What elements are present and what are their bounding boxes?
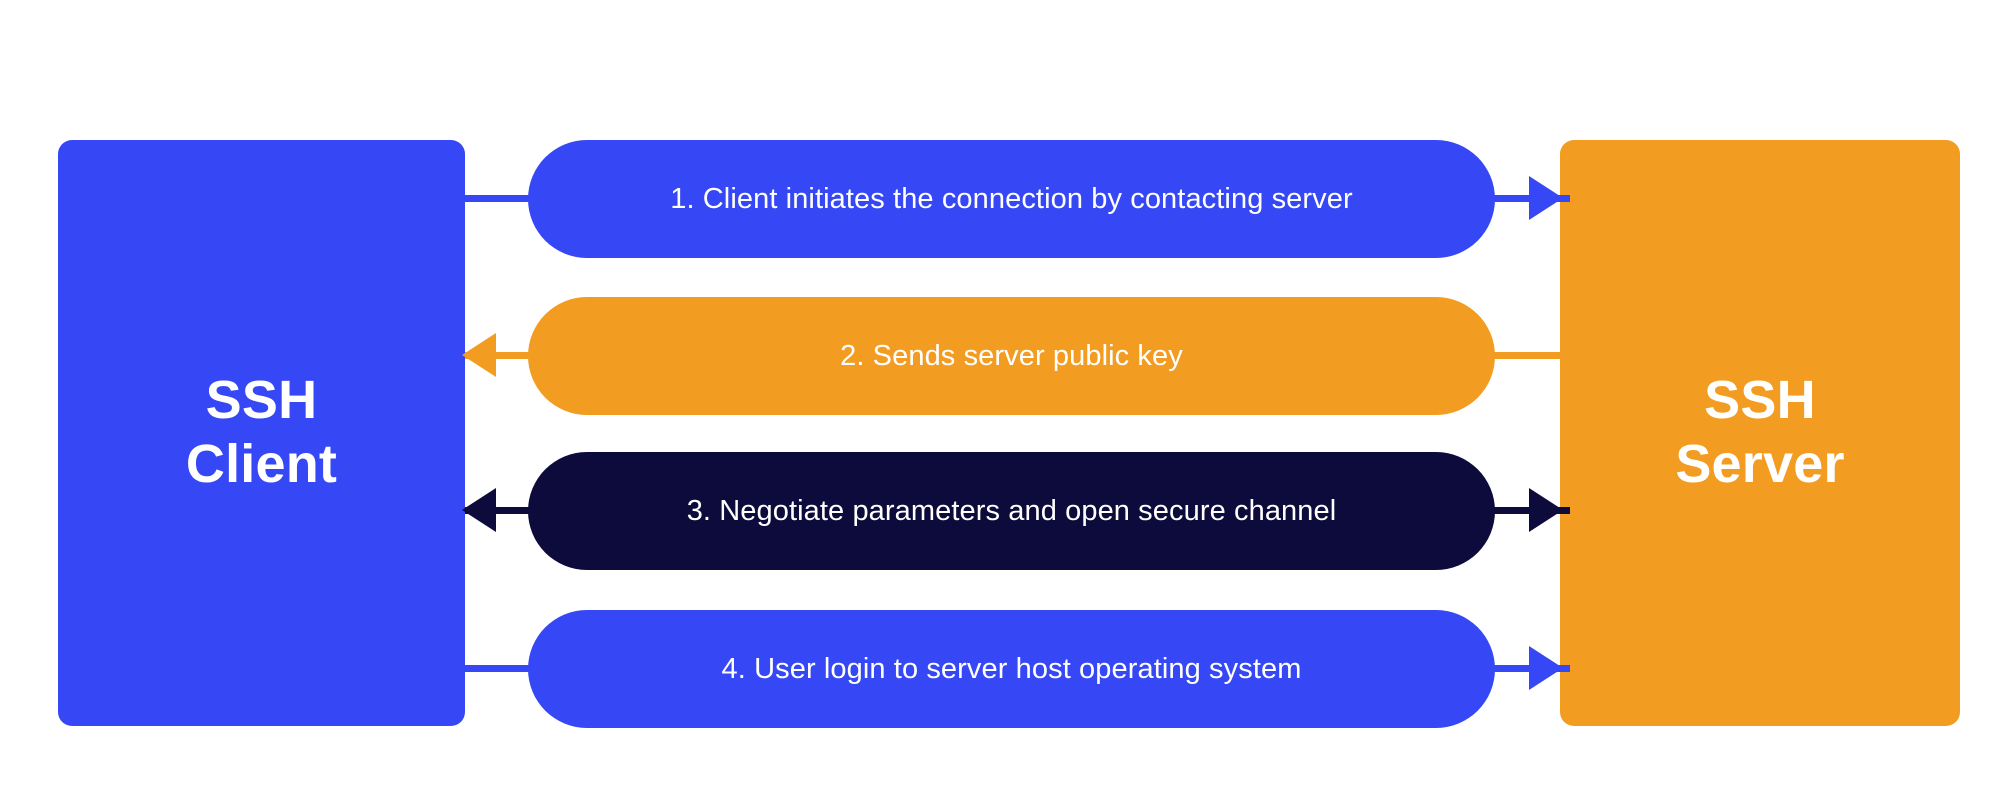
flow-step-label-4: 4. User login to server host operating s… — [721, 652, 1302, 685]
ssh-server-node: SSH Server — [1560, 140, 1960, 726]
arrow-right-icon-4 — [1529, 646, 1563, 690]
connector-line-right-3 — [1487, 507, 1570, 514]
flow-step-row-1: 1. Client initiates the connection by co… — [0, 140, 2000, 258]
flow-step-row-2: 2. Sends server public key — [0, 297, 2000, 415]
arrow-right-icon-3 — [1529, 488, 1563, 532]
connector-line-left-3 — [465, 507, 538, 514]
flow-step-pill-3: 3. Negotiate parameters and open secure … — [528, 452, 1495, 570]
flow-step-pill-2: 2. Sends server public key — [528, 297, 1495, 415]
flow-step-row-4: 4. User login to server host operating s… — [0, 610, 2000, 728]
ssh-client-label: SSH Client — [185, 370, 338, 494]
arrow-left-icon-2 — [462, 333, 496, 377]
connector-line-left-4 — [465, 665, 538, 672]
flow-step-row-3: 3. Negotiate parameters and open secure … — [0, 452, 2000, 570]
ssh-client-node: SSH Client — [58, 140, 465, 726]
connector-line-right-1 — [1487, 195, 1570, 202]
flow-step-pill-4: 4. User login to server host operating s… — [528, 610, 1495, 728]
flow-step-pill-1: 1. Client initiates the connection by co… — [528, 140, 1495, 258]
ssh-server-label: SSH Server — [1675, 370, 1845, 494]
connector-line-right-4 — [1487, 665, 1570, 672]
flow-step-label-1: 1. Client initiates the connection by co… — [670, 182, 1353, 215]
connector-line-right-2 — [1487, 352, 1570, 359]
arrow-right-icon-1 — [1529, 176, 1563, 220]
connector-line-left-1 — [465, 195, 538, 202]
connector-line-left-2 — [465, 352, 538, 359]
arrow-left-icon-3 — [462, 488, 496, 532]
flow-step-label-2: 2. Sends server public key — [840, 339, 1183, 372]
flow-step-label-3: 3. Negotiate parameters and open secure … — [686, 494, 1337, 527]
